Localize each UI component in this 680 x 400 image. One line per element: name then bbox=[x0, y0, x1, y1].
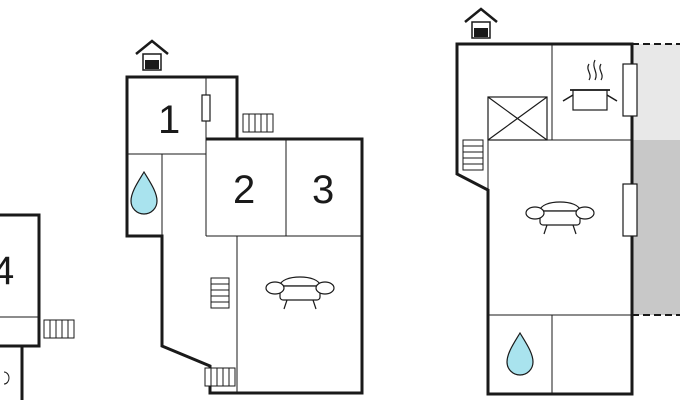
stairs-icon bbox=[210, 277, 230, 309]
window bbox=[201, 94, 211, 122]
plan-right-floor bbox=[455, 7, 680, 396]
water-drop-icon bbox=[130, 170, 158, 215]
cooking-pot-icon bbox=[562, 59, 618, 111]
house-entrance-icon bbox=[464, 7, 498, 39]
house-entrance-icon bbox=[135, 39, 169, 71]
sofa-icon bbox=[525, 201, 595, 235]
room-label-4: 4 bbox=[0, 249, 14, 293]
stairs-icon bbox=[43, 319, 75, 339]
sofa-icon bbox=[265, 276, 335, 310]
plan-left-fragment: 4 bbox=[0, 213, 75, 400]
water-drop-icon bbox=[3, 371, 10, 385]
stairs-icon bbox=[204, 367, 236, 387]
window bbox=[622, 183, 638, 237]
water-drop-icon bbox=[506, 331, 534, 376]
room-label-2: 2 bbox=[233, 168, 255, 212]
window bbox=[622, 63, 638, 117]
crossed-box-icon bbox=[487, 96, 548, 141]
terrace-light bbox=[632, 44, 680, 140]
stairs-icon bbox=[462, 139, 484, 171]
stairs-icon bbox=[242, 113, 274, 133]
room-label-1: 1 bbox=[158, 98, 180, 142]
room-label-3: 3 bbox=[312, 168, 334, 212]
terrace-dark bbox=[632, 140, 680, 315]
plan-middle-floor: 1 2 3 bbox=[125, 39, 364, 395]
